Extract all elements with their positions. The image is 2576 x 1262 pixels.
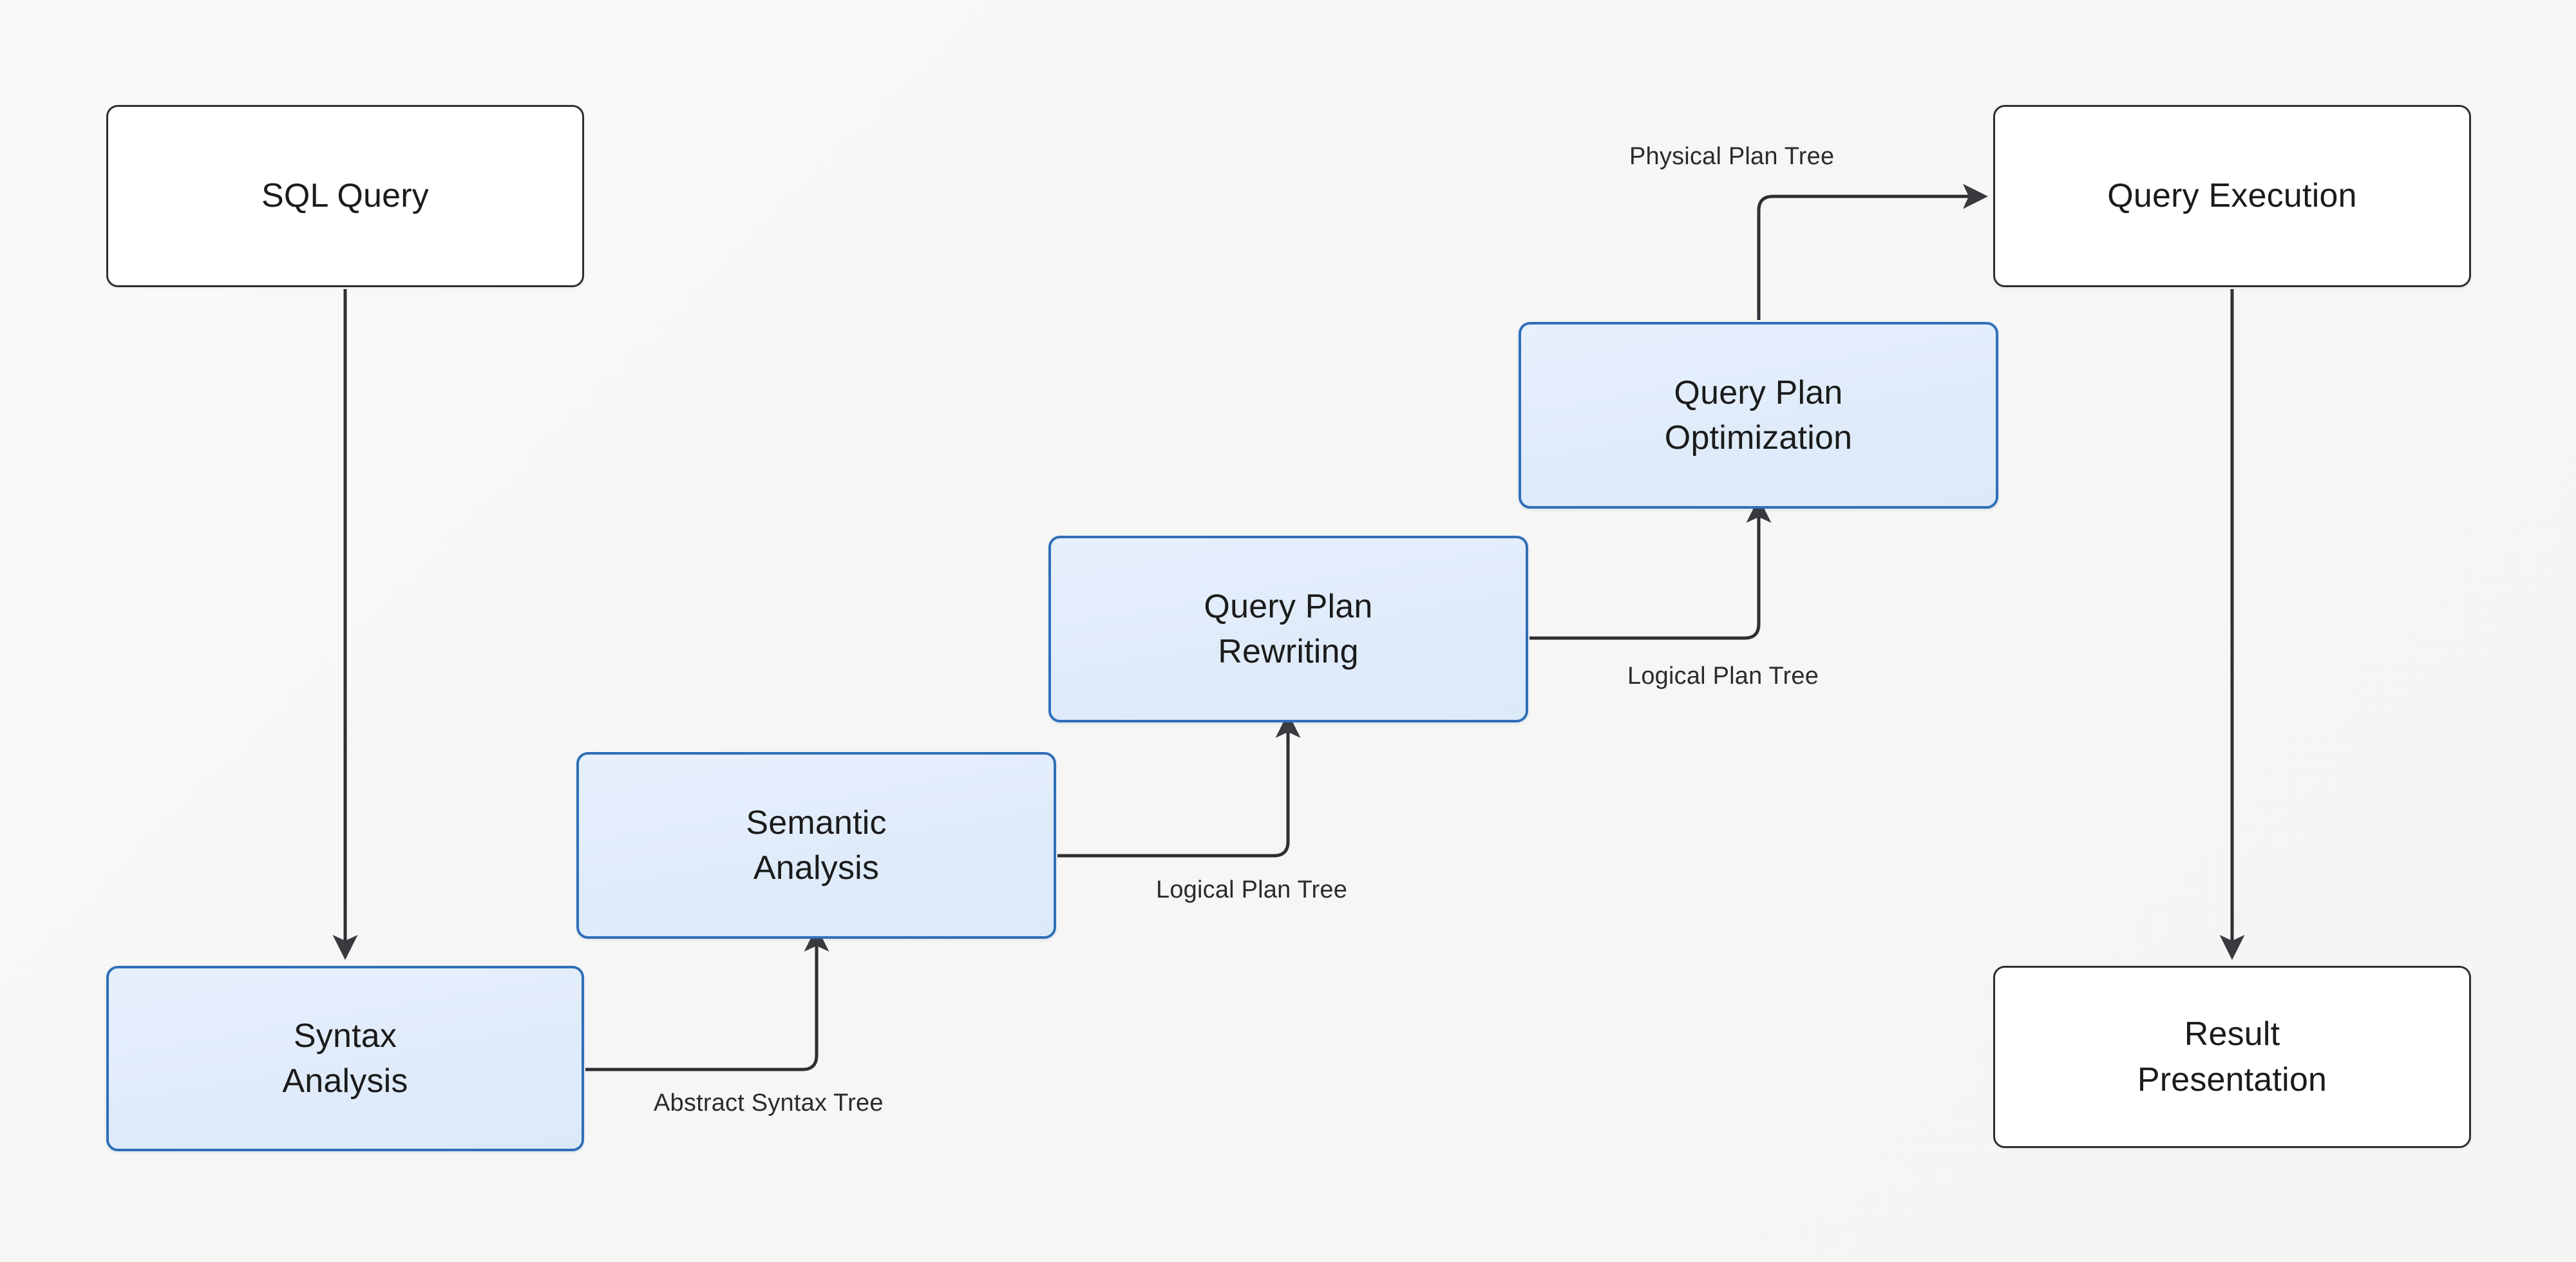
node-query-plan-rewriting-label-0: Query Plan — [1204, 587, 1373, 625]
edge-semantic-to-rewriting — [1057, 712, 1301, 858]
node-result-presentation-label-1: Presentation — [2137, 1060, 2327, 1098]
node-query-plan-optimization[interactable]: Query Plan Optimization — [1519, 322, 1998, 509]
node-query-plan-optimization-label-1: Optimization — [1664, 419, 1853, 457]
node-query-plan-optimization-label-0: Query Plan — [1674, 373, 1843, 411]
node-sql-query[interactable]: SQL Query — [106, 105, 584, 287]
node-result-presentation[interactable]: Result Presentation — [1993, 966, 2471, 1148]
edge-label-logical-plan-tree-2: Logical Plan Tree — [1627, 663, 1819, 690]
node-sql-query-label-0: SQL Query — [261, 177, 429, 215]
node-query-plan-rewriting[interactable]: Query Plan Rewriting — [1048, 536, 1528, 722]
edge-syntax-to-semantic — [585, 926, 829, 1071]
node-syntax-analysis-label-1: Analysis — [282, 1062, 408, 1100]
edge-label-physical-plan-tree: Physical Plan Tree — [1629, 143, 1835, 170]
node-query-execution[interactable]: Query Execution — [1993, 105, 2471, 287]
edge-label-logical-plan-tree-1: Logical Plan Tree — [1156, 876, 1348, 903]
edge-optimization-to-execution — [1757, 184, 1989, 320]
node-semantic-analysis[interactable]: Semantic Analysis — [576, 752, 1056, 939]
node-result-presentation-label-0: Result — [2184, 1015, 2280, 1053]
node-syntax-analysis-label-0: Syntax — [293, 1017, 397, 1055]
node-semantic-analysis-label-0: Semantic — [746, 804, 887, 842]
node-semantic-analysis-label-1: Analysis — [753, 849, 880, 887]
node-query-plan-rewriting-label-1: Rewriting — [1218, 633, 1359, 670]
node-syntax-analysis[interactable]: Syntax Analysis — [106, 966, 584, 1151]
node-query-execution-label-0: Query Execution — [2107, 177, 2357, 215]
edge-rewriting-to-optimization — [1530, 497, 1772, 640]
edge-label-abstract-syntax-tree: Abstract Syntax Tree — [654, 1089, 884, 1116]
